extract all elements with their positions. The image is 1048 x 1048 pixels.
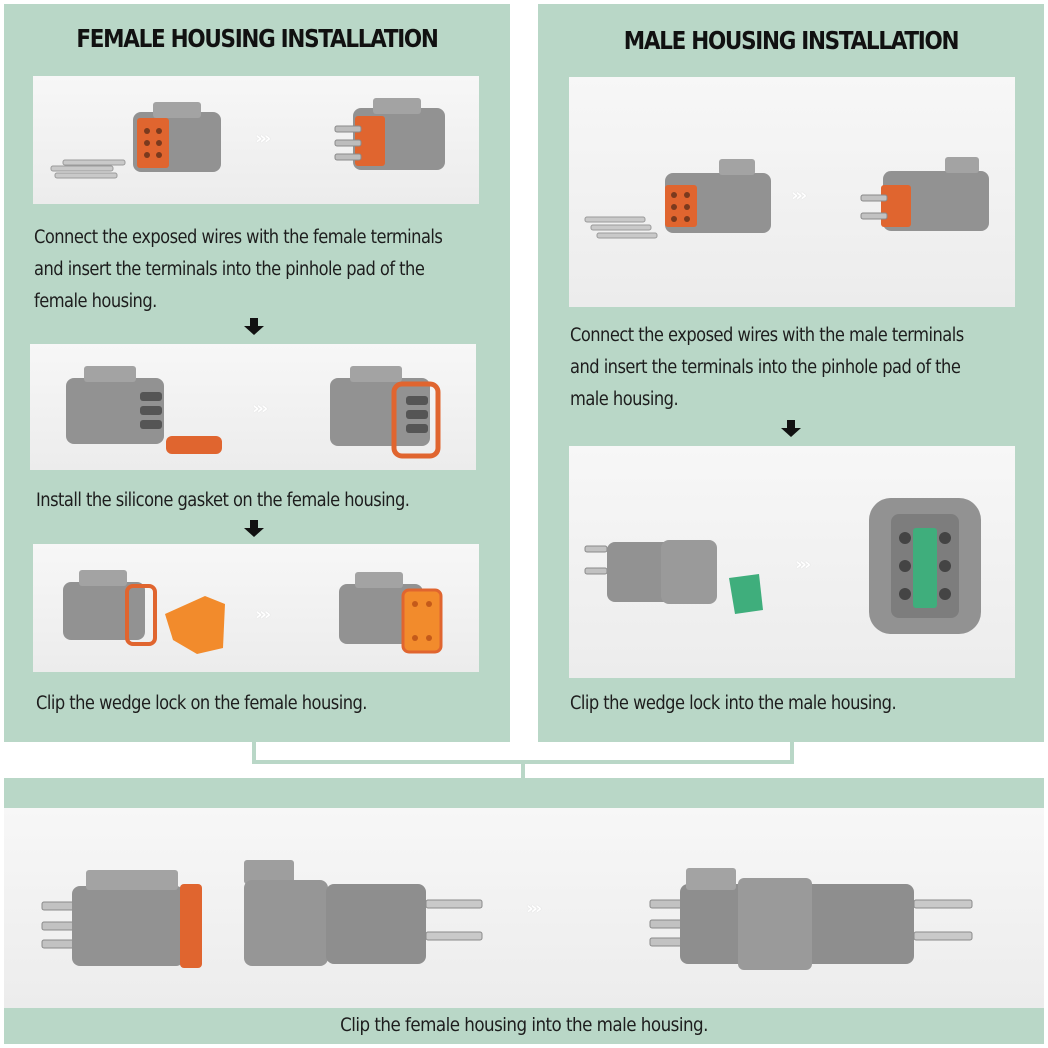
female-step1-line2: and insert the terminals into the pinhol… <box>34 259 425 280</box>
female-step1-photo: ››› <box>33 76 479 204</box>
female-step2-photo: ››› <box>30 344 476 470</box>
male-step2-photo: ››› <box>569 446 1015 678</box>
male-step1-line3: male housing. <box>570 389 679 410</box>
female-housing-terminals-image <box>50 98 445 179</box>
male-panel: MALE HOUSING INSTALLATION ››› Connect th… <box>538 4 1044 742</box>
connector-left <box>252 742 256 762</box>
male-step1-line2: and insert the terminals into the pinhol… <box>570 357 961 378</box>
female-panel: FEMALE HOUSING INSTALLATION ››› Connect … <box>4 4 510 742</box>
chevron-arrows-icon: ››› <box>255 128 271 149</box>
female-step3-photo: ››› <box>33 544 479 672</box>
male-step2-caption: Clip the wedge lock into the male housin… <box>570 693 897 714</box>
female-step1-line1: Connect the exposed wires with the femal… <box>34 227 443 248</box>
female-step3-caption: Clip the wedge lock on the female housin… <box>36 693 367 714</box>
chevron-arrows-icon: ››› <box>255 604 271 625</box>
chevron-arrows-icon: ››› <box>795 554 811 575</box>
male-housing-terminals-image <box>584 157 989 239</box>
chevron-arrows-icon: ››› <box>526 898 542 919</box>
male-title: MALE HOUSING INSTALLATION <box>623 26 960 55</box>
mated-connector-image <box>41 860 973 970</box>
connector-right <box>790 742 794 762</box>
male-step1-line1: Connect the exposed wires with the male … <box>570 325 964 346</box>
chevron-arrows-icon: ››› <box>252 398 268 419</box>
final-panel: ››› Clip the female housing into the mal… <box>4 778 1044 1044</box>
female-step2-caption: Install the silicone gasket on the femal… <box>36 490 410 511</box>
female-title: FEMALE HOUSING INSTALLATION <box>76 24 439 53</box>
female-step1-line3: female housing. <box>34 291 157 312</box>
gasket-install-image <box>66 366 441 459</box>
wedge-lock-female-image <box>63 570 443 654</box>
final-caption: Clip the female housing into the male ho… <box>340 1014 708 1036</box>
chevron-arrows-icon: ››› <box>791 185 807 206</box>
connector-center <box>521 760 525 780</box>
male-step1-photo: ››› <box>569 77 1015 307</box>
wedge-lock-male-image <box>584 498 981 634</box>
final-photo: ››› <box>4 808 1044 1008</box>
